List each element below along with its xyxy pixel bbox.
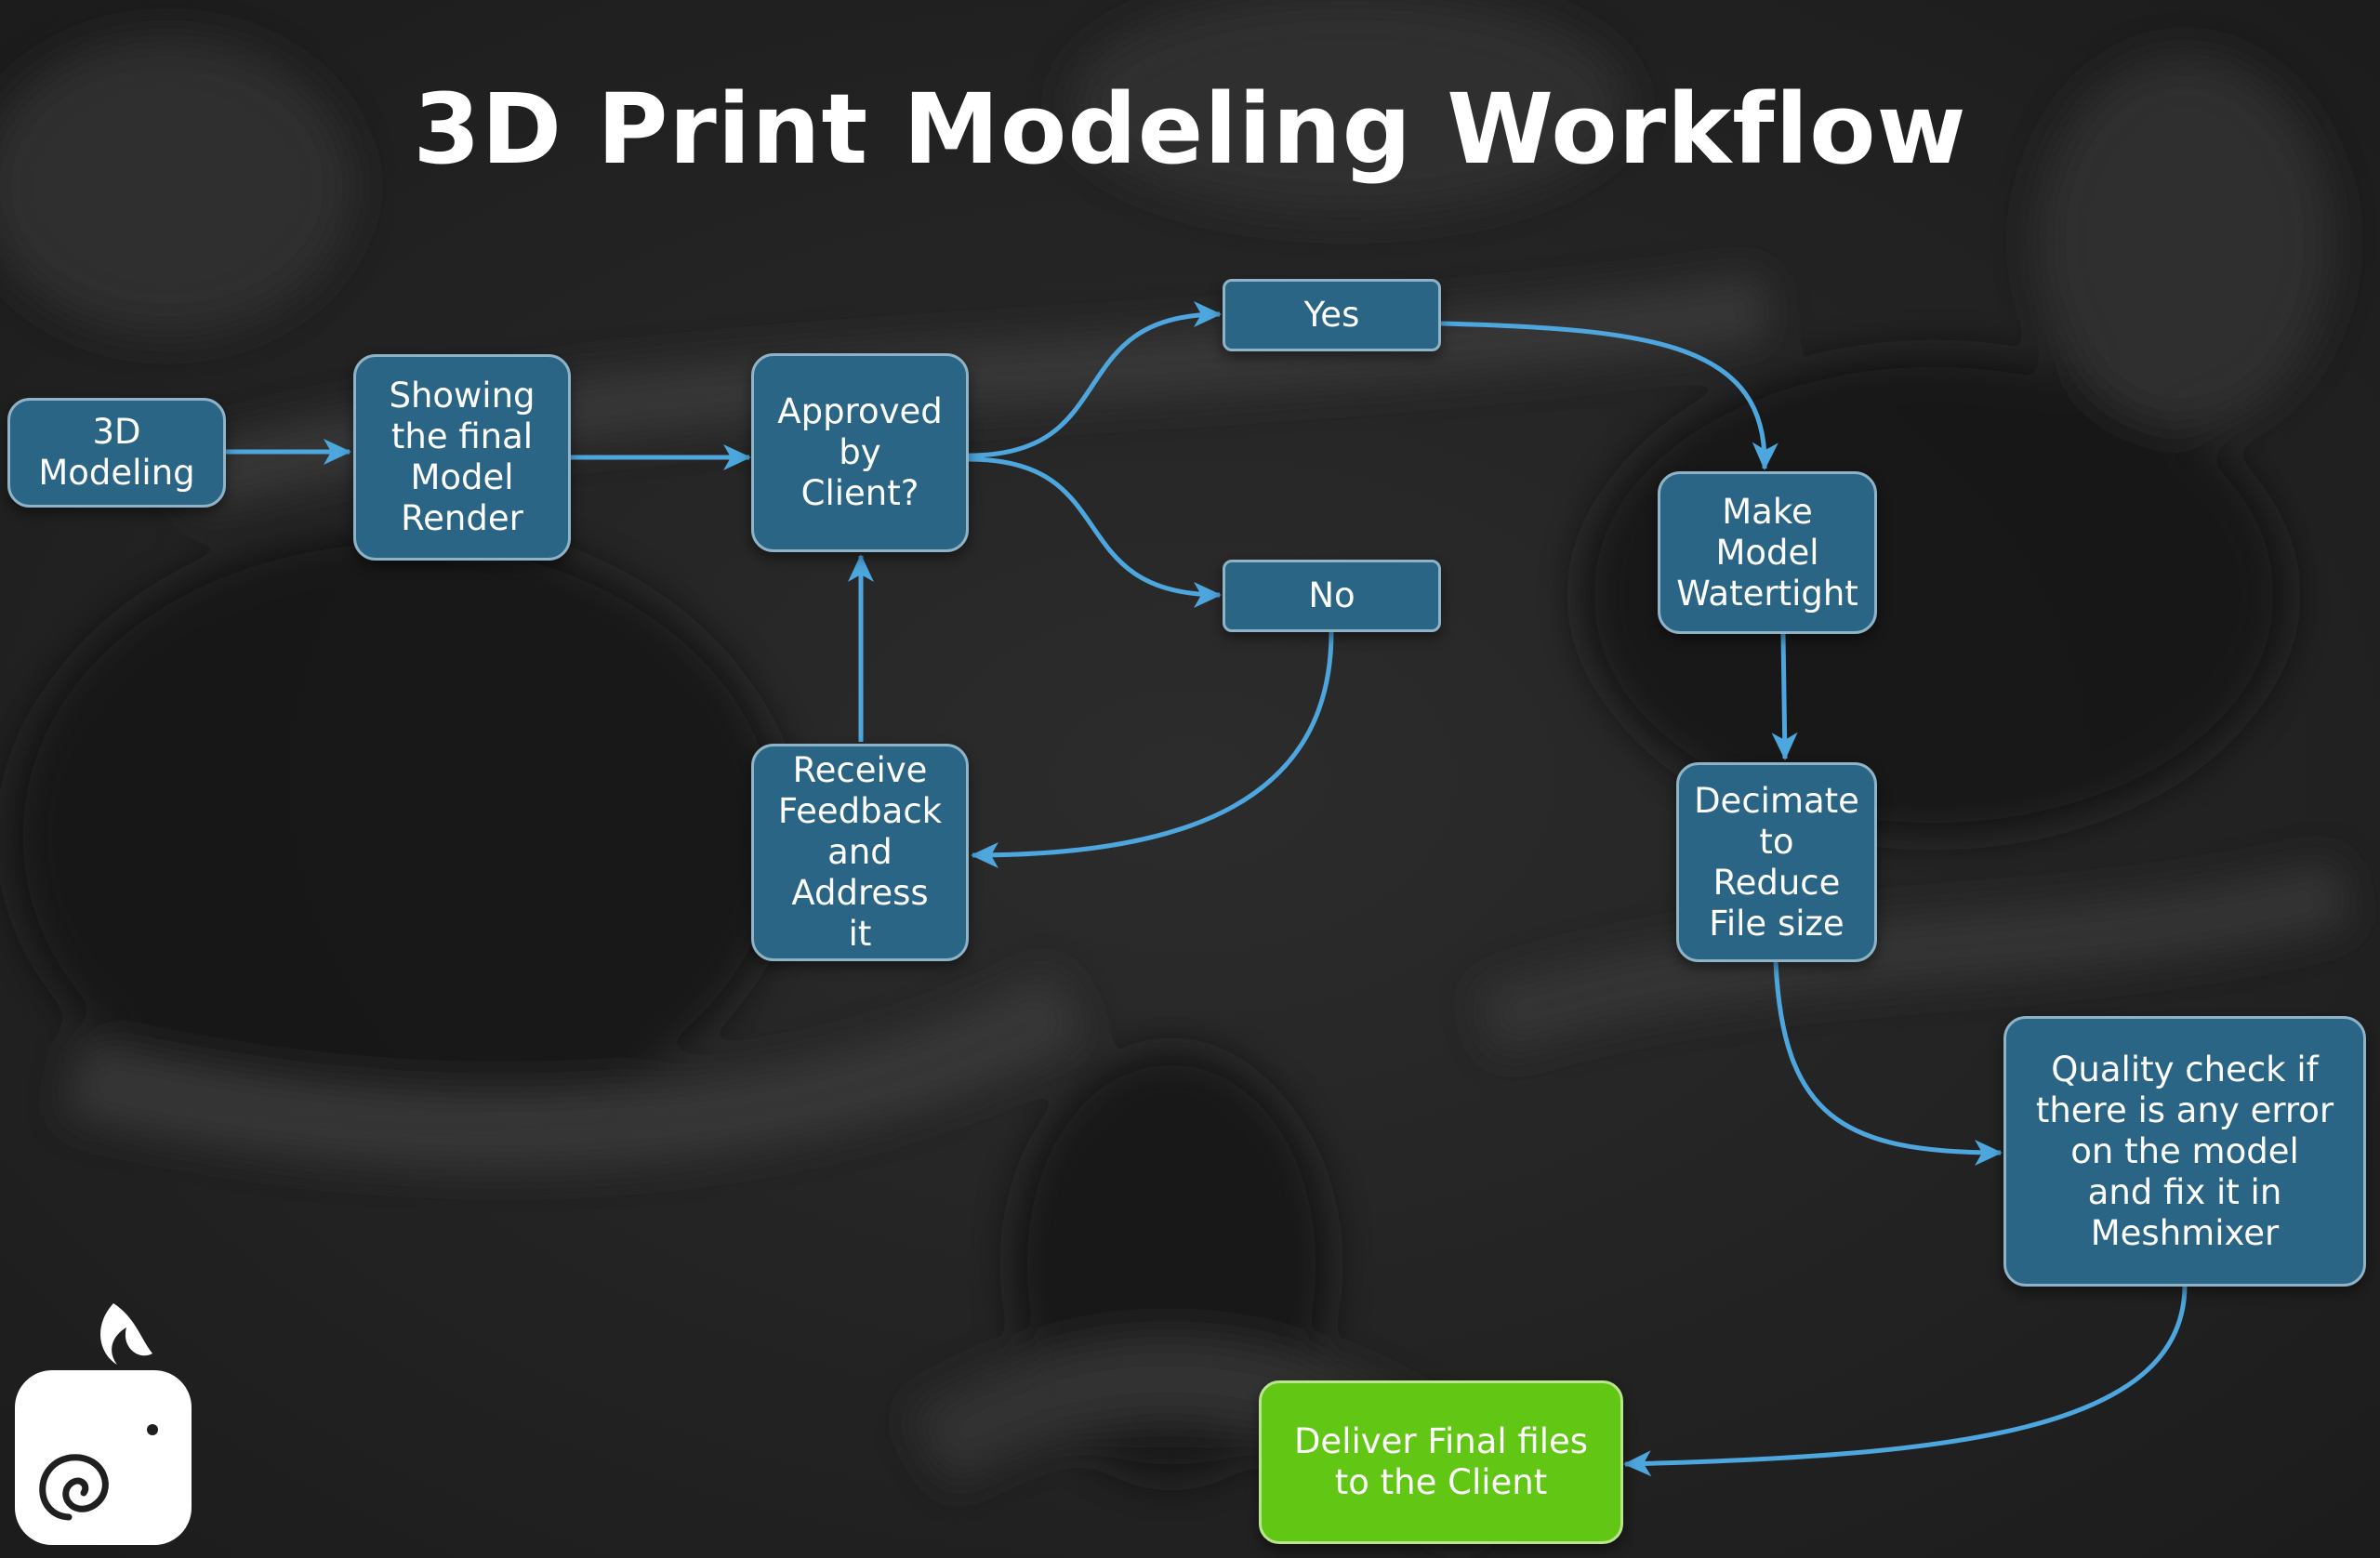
snail-icon xyxy=(15,1303,192,1545)
page-title: 3D Print Modeling Workflow xyxy=(413,73,1967,186)
edge-quality-to-deliver xyxy=(1623,1286,2188,1477)
node-approved-by-client: Approved by Client? xyxy=(751,353,969,552)
edge-decimate-to-quality xyxy=(1773,961,2003,1166)
edge-approved-to-no xyxy=(968,456,1222,608)
edge-no-to-feedback xyxy=(971,631,1334,868)
edge-yes-to-watertight xyxy=(1440,321,1778,470)
node-showing-final-render: Showing the final Model Render xyxy=(353,354,571,561)
node-decimate-file-size: Decimate to Reduce File size xyxy=(1676,762,1877,962)
edge-watertight-to-decimate xyxy=(1771,633,1798,760)
node-yes: Yes xyxy=(1223,279,1441,351)
node-no: No xyxy=(1223,560,1441,632)
node-quality-check: Quality check if there is any error on t… xyxy=(2003,1016,2366,1287)
node-make-watertight: Make Model Watertight xyxy=(1658,471,1877,634)
edge-approved-to-yes xyxy=(968,301,1222,458)
node-3d-modeling: 3D Modeling xyxy=(7,398,226,508)
node-deliver-final-files: Deliver Final files to the Client xyxy=(1259,1380,1623,1544)
node-receive-feedback: Receive Feedback and Address it xyxy=(751,744,969,961)
